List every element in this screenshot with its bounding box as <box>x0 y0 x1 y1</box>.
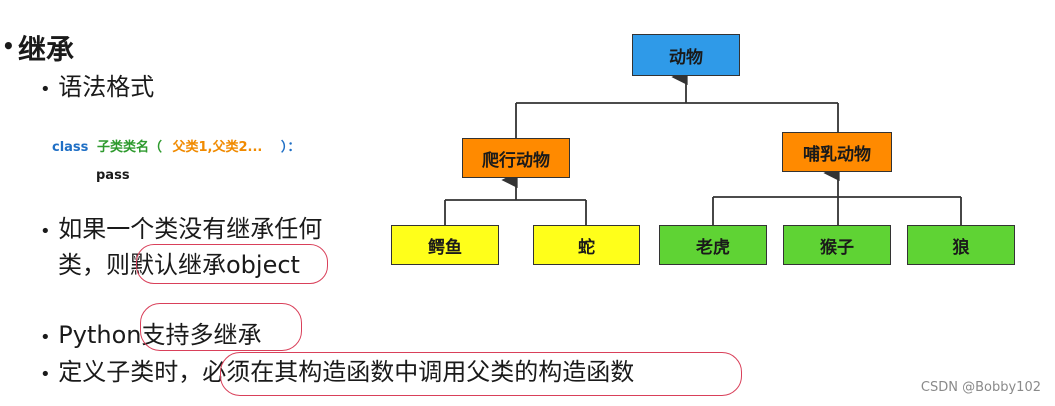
bullet-dot-icon: • <box>40 221 51 242</box>
node-wolf: 狼 <box>907 225 1015 265</box>
bullet-dot-icon: • <box>40 327 51 348</box>
node-snake: 蛇 <box>533 225 640 265</box>
bullet-default-line1: • 如果一个类没有继承任何 <box>40 212 322 249</box>
code-body: pass <box>96 168 130 183</box>
bullet-syntax-text: 语法格式 <box>58 73 155 101</box>
highlight-circle-multi <box>140 303 302 351</box>
bullet-ctor: • 定义子类时，必须在其构造函数中调用父类的构造函数 <box>40 355 634 392</box>
bullet-multi-prefix: Python <box>58 321 142 349</box>
title-bullet-icon: • <box>2 34 15 58</box>
bullet-default-prefix: 类，则 <box>58 251 130 279</box>
bullet-default-line2: 类，则默认继承object <box>58 248 300 282</box>
node-monkey: 猴子 <box>783 225 891 265</box>
node-mammal: 哺乳动物 <box>782 132 892 172</box>
bullet-ctor-highlight: 必须在其构造函数中调用父类的构造函数 <box>202 358 635 386</box>
bullet-dot-icon: • <box>40 364 51 385</box>
bullet-default-highlight: 默认继承object <box>130 251 300 279</box>
bullet-default-text1: 如果一个类没有继承任何 <box>58 215 323 243</box>
slide-title: 继承 <box>18 33 75 66</box>
code-child-name: 子类类名（ <box>96 140 162 155</box>
node-reptile: 爬行动物 <box>462 138 570 178</box>
code-line-class: class 子类类名（ 父类1,父类2... ）： <box>52 136 300 155</box>
bullet-multi-highlight: 支持多继承 <box>141 321 262 349</box>
code-parents: 父类1,父类2... <box>172 140 263 155</box>
highlight-circle-ctor <box>220 352 742 396</box>
node-crocodile: 鳄鱼 <box>391 225 499 265</box>
code-keyword: class <box>52 140 89 155</box>
bullet-dot-icon: • <box>40 79 51 100</box>
bullet-multi: • Python支持多继承 <box>40 318 261 355</box>
node-tiger: 老虎 <box>659 225 767 265</box>
bullet-ctor-prefix: 定义子类时， <box>58 358 203 386</box>
watermark: CSDN @Bobby102 <box>920 380 1041 395</box>
highlight-circle-default <box>136 244 328 284</box>
node-animal: 动物 <box>632 34 740 76</box>
bullet-syntax: • 语法格式 <box>40 70 154 107</box>
code-close: ）： <box>280 140 301 155</box>
